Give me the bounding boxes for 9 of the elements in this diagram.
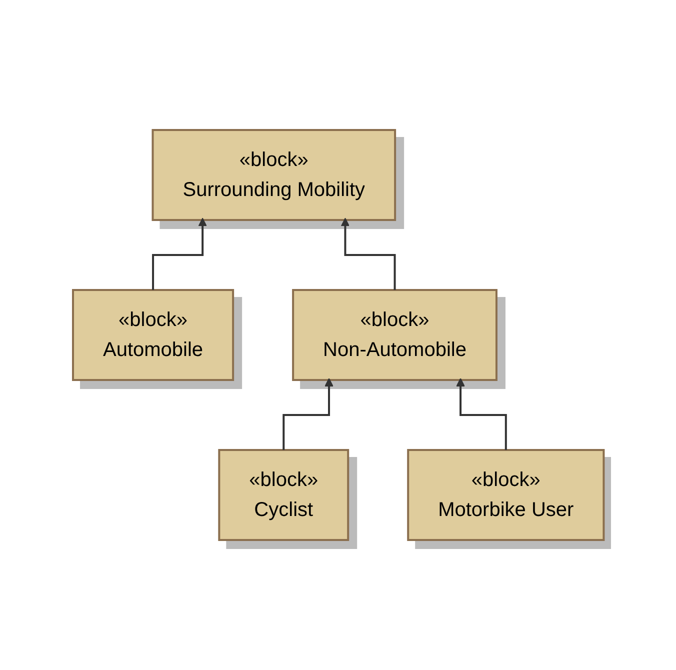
arrow: [152, 218, 207, 291]
node-box: «block» Motorbike User: [406, 449, 604, 541]
node-box: «block» Cyclist: [218, 449, 349, 541]
arrow: [340, 218, 396, 291]
node-box: «block» Surrounding Mobility: [151, 129, 396, 221]
node-box: «block» Non-Automobile: [292, 289, 498, 381]
arrow: [456, 378, 507, 451]
node-box: «block» Automobile: [72, 289, 234, 381]
arrow: [282, 378, 334, 451]
